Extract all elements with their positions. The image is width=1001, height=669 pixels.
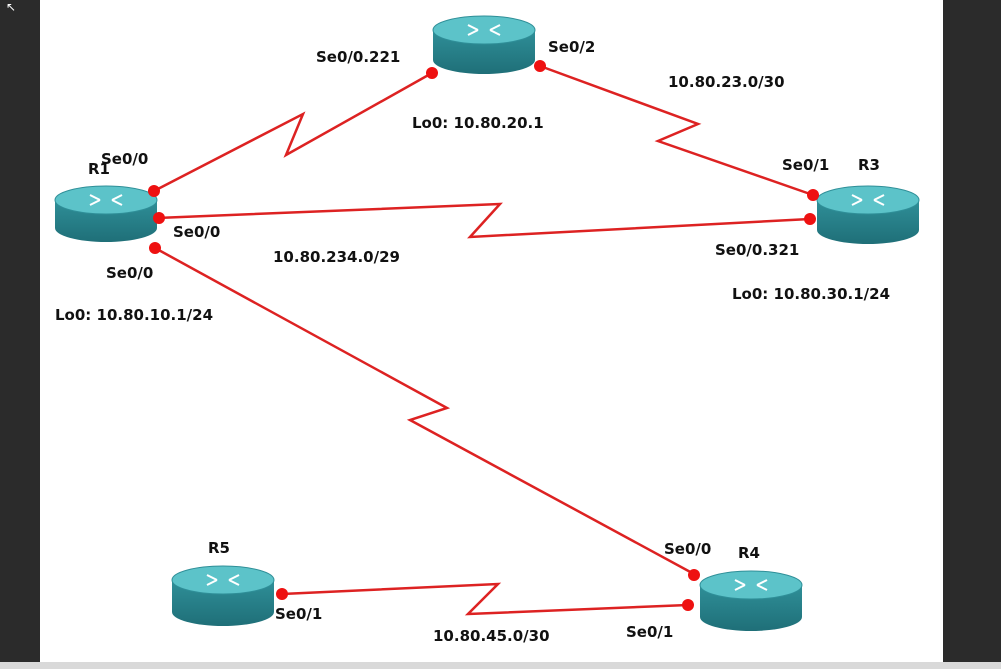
link-r1-r2[interactable] [153, 71, 433, 193]
interface-label-r2-se0-2: Se0/2 [548, 38, 596, 56]
mouse-cursor-icon: ↖ [6, 0, 17, 14]
topology-canvas [40, 0, 943, 662]
endpoint-r2-se0-2[interactable] [534, 60, 546, 72]
router-r5-icon[interactable] [171, 565, 275, 626]
link-r1-r3[interactable] [156, 202, 811, 239]
router-label-r5: R5 [208, 539, 230, 557]
interface-label-r1-se0-0-mid: Se0/0 [173, 223, 221, 241]
subnet-label-r1-r3: 10.80.234.0/29 [273, 248, 400, 266]
interface-label-r2-se0-0-221: Se0/0.221 [316, 48, 401, 66]
endpoint-r4-se0-0[interactable] [688, 569, 700, 581]
subnet-label-r2-r3: 10.80.23.0/30 [668, 73, 785, 91]
link-r5-r4[interactable] [281, 582, 689, 616]
endpoint-r3-se0-1[interactable] [807, 189, 819, 201]
router-r1-icon[interactable] [54, 185, 158, 242]
loopback-label-r3: Lo0: 10.80.30.1/24 [732, 285, 891, 303]
loopback-label-r1: Lo0: 10.80.10.1/24 [55, 306, 214, 324]
endpoint-r1-se0-0-bottom[interactable] [149, 242, 161, 254]
interface-label-r4-se0-0: Se0/0 [664, 540, 712, 558]
router-r3-icon[interactable] [816, 185, 920, 244]
router-label-r1: R1 [88, 160, 110, 178]
endpoint-r1-se0-0-mid[interactable] [153, 212, 165, 224]
bottom-strip [0, 662, 1001, 669]
link-r1-r4[interactable] [154, 246, 695, 576]
router-r4-icon[interactable] [699, 570, 803, 631]
interface-label-r3-se0-1: Se0/1 [782, 156, 830, 174]
router-label-r3: R3 [858, 156, 880, 174]
endpoint-r3-se0-0-321[interactable] [804, 213, 816, 225]
endpoint-r4-se0-1[interactable] [682, 599, 694, 611]
loopback-label-r2: Lo0: 10.80.20.1 [412, 114, 544, 132]
router-label-r4: R4 [738, 544, 760, 562]
subnet-label-r5-r4: 10.80.45.0/30 [433, 627, 550, 645]
interface-label-r4-se0-1: Se0/1 [626, 623, 674, 641]
endpoint-r2-se0-0-221[interactable] [426, 67, 438, 79]
router-r2-icon[interactable] [432, 15, 536, 74]
interface-label-r1-se0-0-top: Se0/0 [101, 150, 149, 168]
link-r2-r3[interactable] [539, 64, 814, 197]
interface-label-r5-se0-1: Se0/1 [275, 605, 323, 623]
interface-label-r1-se0-0-bottom: Se0/0 [106, 264, 154, 282]
endpoint-r5-se0-1[interactable] [276, 588, 288, 600]
endpoint-r1-se0-0-top[interactable] [148, 185, 160, 197]
interface-label-r3-se0-0-321: Se0/0.321 [715, 241, 800, 259]
